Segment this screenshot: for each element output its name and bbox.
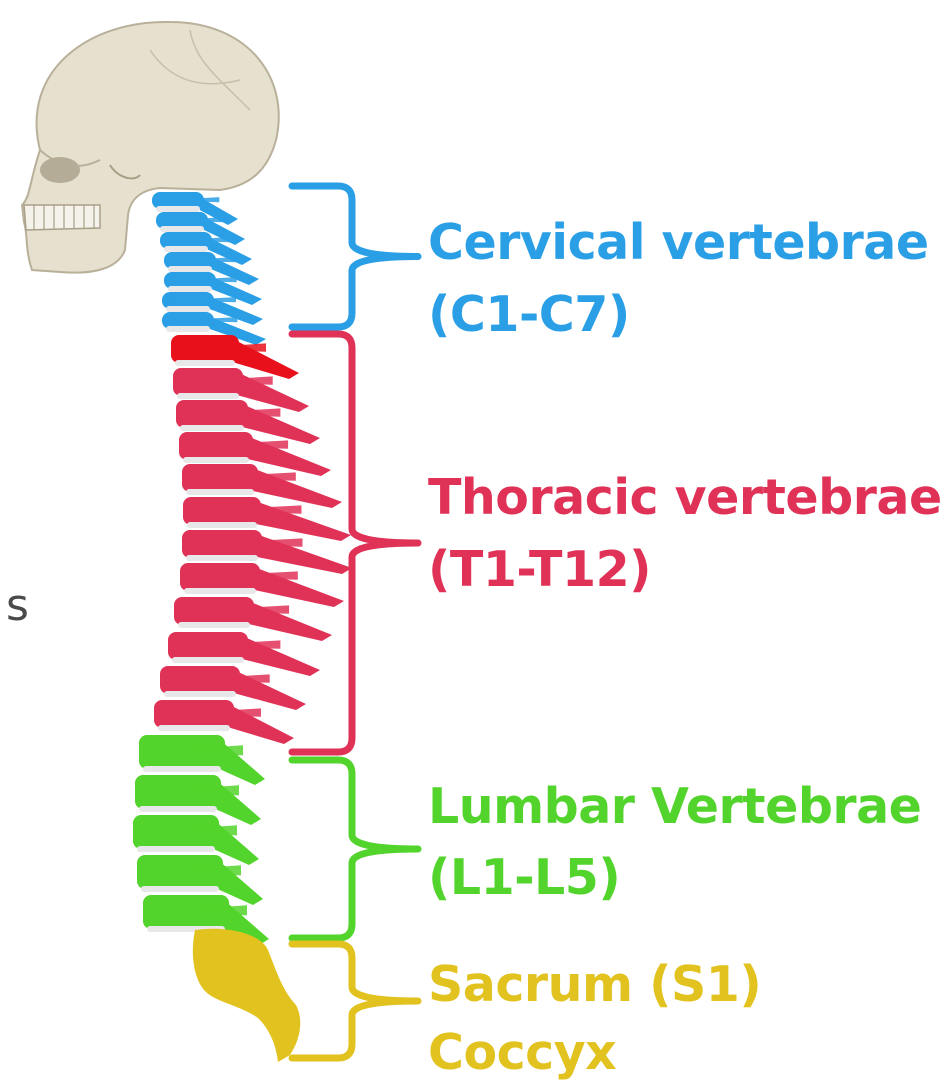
lumbar-label-line1: Lumbar Vertebrae — [428, 782, 921, 831]
region-brackets — [292, 186, 418, 1058]
spine-illustration — [133, 192, 352, 1062]
cervical-label-line2: (C1-C7) — [428, 290, 630, 339]
sacrum-coccyx — [193, 929, 300, 1062]
cropped-edge-text: s — [6, 580, 29, 631]
skull-illustration — [22, 22, 279, 273]
cervical-label-line1: Cervical vertebrae — [428, 218, 929, 267]
lumbar-label-line2: (L1-L5) — [428, 853, 620, 902]
thoracic-bracket — [292, 334, 418, 752]
sacrum-label-line1: Sacrum (S1) — [428, 960, 761, 1009]
thoracic-label-line1: Thoracic vertebrae — [428, 473, 942, 522]
thoracic-label-line2: (T1-T12) — [428, 545, 651, 594]
sacral-bracket — [292, 944, 418, 1058]
coccyx-label-line2: Coccyx — [428, 1028, 616, 1077]
lumbar-bracket — [292, 760, 418, 938]
cervical-bracket — [292, 186, 418, 327]
